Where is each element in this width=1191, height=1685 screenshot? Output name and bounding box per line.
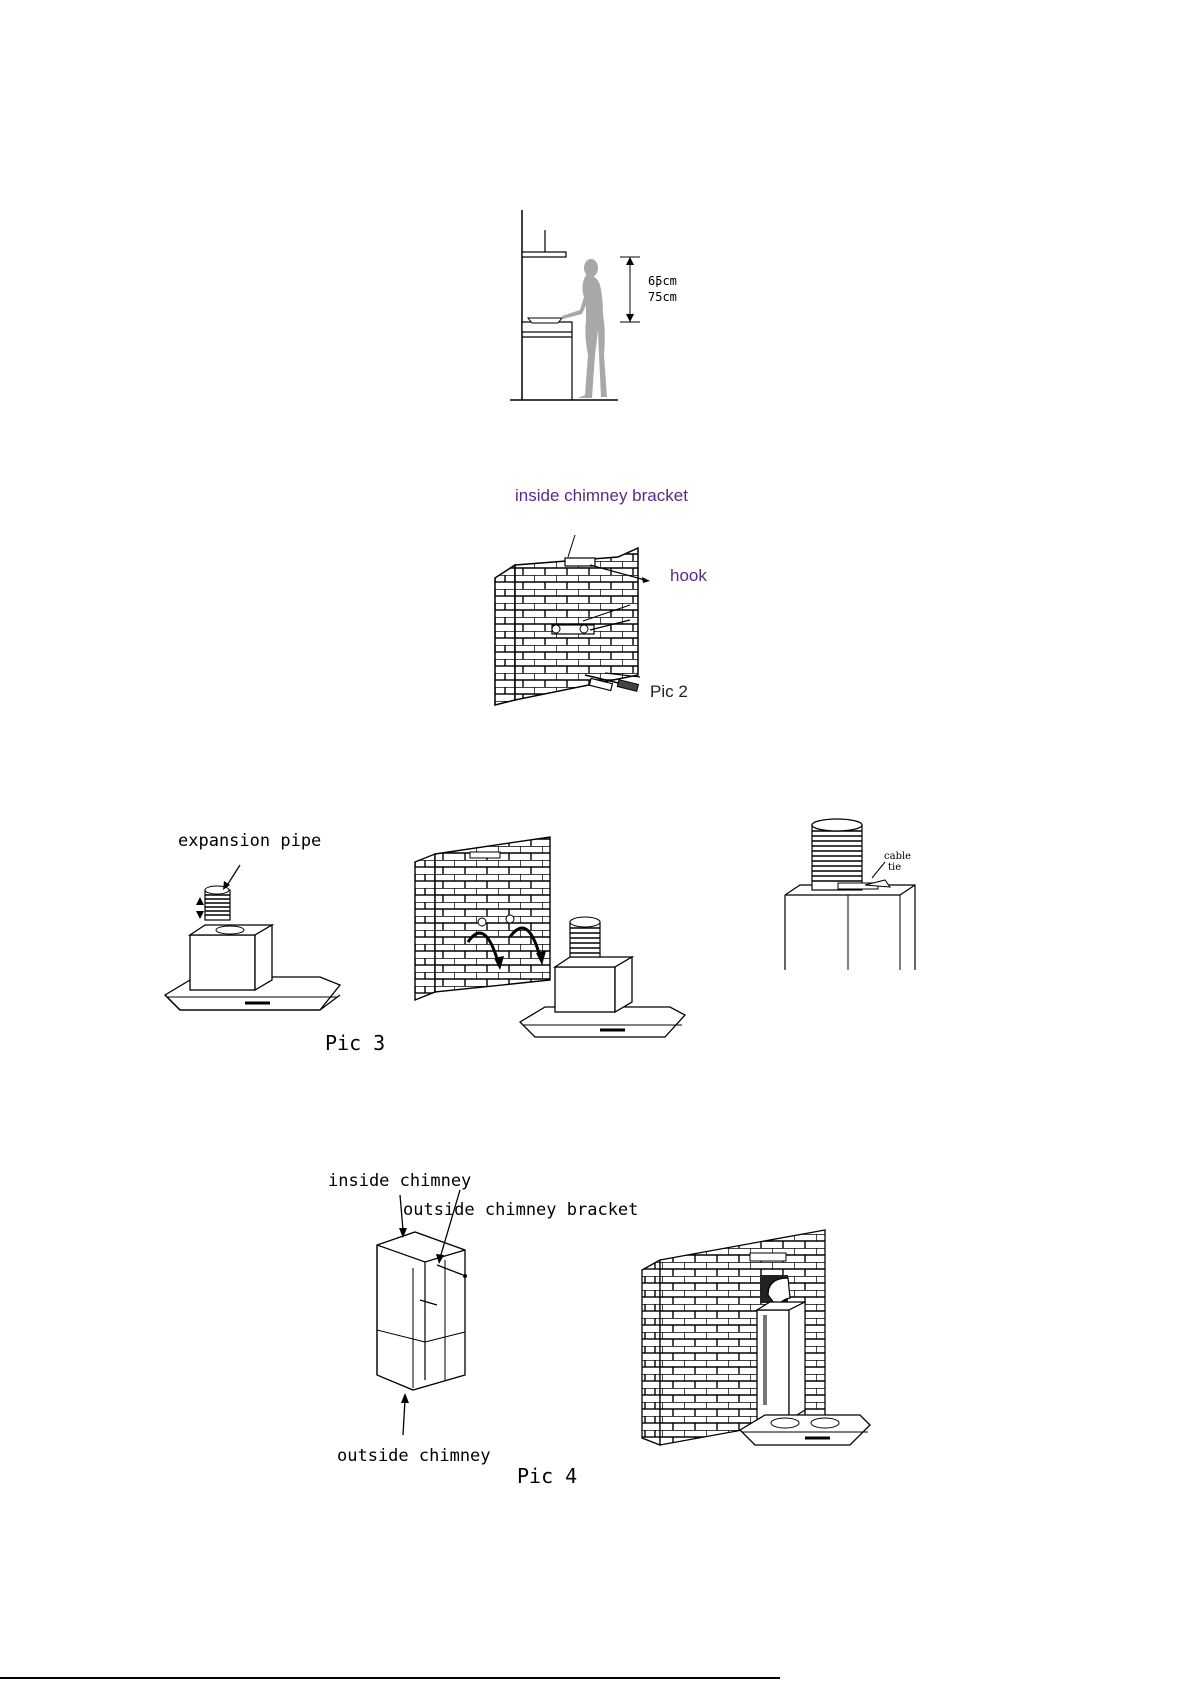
cable-tie-drawing: [780, 815, 940, 975]
pic-2-caption: Pic 2: [650, 683, 688, 700]
figure-pic-3-hood-pipe: expansion pipe: [160, 835, 370, 1015]
inside-chimney-label: inside chimney: [328, 1173, 471, 1190]
figure-pic-3-wall-hang: [410, 832, 690, 1042]
figure-pic-2: inside chimney bracket hook Pic 2: [490, 505, 730, 715]
figure-pic-4-installed: [640, 1220, 880, 1450]
pic-3-caption: Pic 3: [325, 1033, 385, 1053]
inside-chimney-bracket-label: inside chimney bracket: [515, 487, 688, 504]
figure-pic-3-cable-tie: cable tie: [780, 815, 940, 975]
outside-chimney-bracket-label: outside chimney bracket: [403, 1202, 638, 1219]
expansion-pipe-label: expansion pipe: [178, 833, 321, 850]
wall-hang-drawing: [410, 832, 690, 1042]
tie-label: tie: [888, 863, 901, 873]
height-bottom-label: 75cm: [648, 291, 677, 303]
footer-rule: [0, 1677, 780, 1679]
outside-chimney-label: outside chimney: [337, 1448, 491, 1465]
installed-hood-drawing: [640, 1220, 880, 1450]
mounting-height-drawing: [500, 205, 710, 405]
height-top-label: 65cm: [648, 275, 677, 287]
pic-4-caption: Pic 4: [517, 1466, 577, 1486]
hook-label: hook: [670, 567, 707, 584]
figure-mounting-height: 65cm 75cm: [500, 205, 710, 405]
hood-with-pipe-drawing: [160, 835, 370, 1015]
cable-label: cable: [884, 852, 911, 862]
pic-2-drawing: [490, 505, 730, 715]
